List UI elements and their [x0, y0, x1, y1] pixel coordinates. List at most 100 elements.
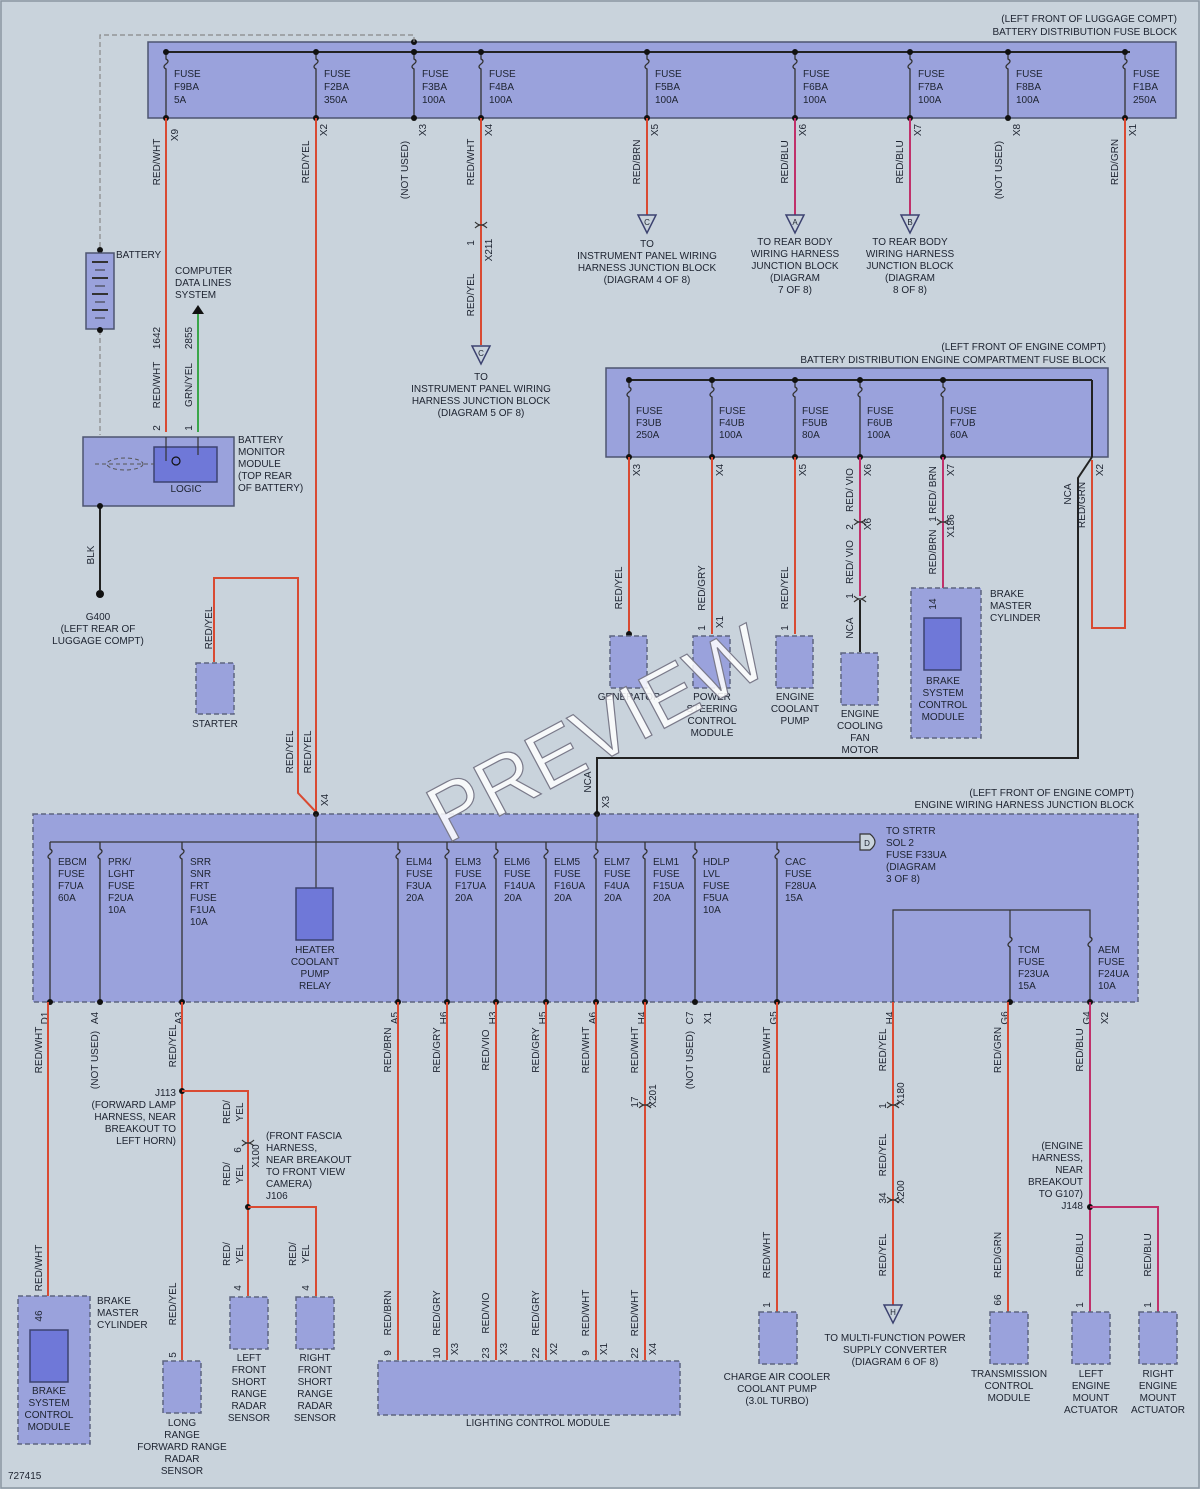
fuse-amp: 20A	[406, 893, 424, 904]
junction-dot	[313, 49, 319, 55]
j106-line: (FRONT FASCIA	[266, 1131, 342, 1142]
rfsr-label-line: FRONT	[298, 1365, 332, 1376]
wire-red-wht-x9: RED/WHT	[152, 139, 163, 186]
bmc-bottom-line: MASTER	[97, 1308, 139, 1319]
fuse-name: F3BA	[422, 82, 447, 93]
junction-dot	[626, 377, 632, 383]
x6-conn-name: X6	[863, 517, 874, 530]
fan-pin: 1	[845, 593, 856, 599]
lcm-conn: X1	[599, 1342, 610, 1355]
bottom-pin: C7	[685, 1011, 696, 1024]
logic-block	[153, 446, 218, 483]
lema-pin: 1	[1075, 1302, 1086, 1308]
bottom-pin: A5	[390, 1011, 401, 1024]
fuse-name: F4BA	[489, 82, 514, 93]
fuse-name: F14UA	[504, 881, 535, 892]
eng-load-line: CONTROL	[919, 700, 968, 711]
eng-wire-x7: RED/ BRN	[928, 466, 939, 514]
eng-load-line: STEERING	[686, 704, 737, 715]
fuse-symbol	[857, 380, 863, 457]
fuse-word: FUSE	[703, 881, 730, 892]
ref-c-bottom: C	[478, 349, 484, 358]
bmm-pin-1: 1	[184, 425, 195, 431]
ref-c-top: C	[644, 218, 650, 227]
fuse-word: FUSE	[653, 869, 680, 880]
x9-pin: X9	[170, 128, 181, 141]
fuse-label: ELM7	[604, 857, 631, 868]
to-strtr-line: (DIAGRAM	[886, 862, 936, 873]
to-strtr-line: FUSE F33UA	[886, 850, 947, 861]
bottom-pin: D1	[40, 1011, 51, 1024]
wire-red-brn-x5: RED/BRN	[632, 139, 643, 184]
fuse-symbol	[411, 52, 417, 118]
g400-line: G400	[86, 612, 111, 623]
bmm-line: OF BATTERY)	[238, 483, 303, 494]
eng-x6-pin: X6	[863, 463, 874, 476]
j113-line: HARNESS, NEAR	[94, 1112, 176, 1123]
bottom-pin: A3	[174, 1011, 185, 1024]
split-ry-1b: YEL	[235, 1102, 246, 1121]
fuse-label: AEM	[1098, 945, 1120, 956]
bmm-line: MONITOR	[238, 447, 285, 458]
junction-dot	[709, 377, 715, 383]
bw-g5-color-low: RED/WHT	[762, 1232, 773, 1279]
split-ry-4b: YEL	[301, 1244, 312, 1263]
to-strtr-line: TO STRTR	[886, 826, 936, 837]
fuse-name: F4UB	[719, 418, 745, 429]
eng-load-line: MODULE	[691, 728, 734, 739]
bottom-pin: G6	[1000, 1011, 1011, 1025]
cacp-pin: 1	[762, 1302, 773, 1308]
to-rear-8-line: TO REAR BODY	[872, 237, 948, 248]
x180-name: X180	[896, 1082, 907, 1106]
j148-line: HARNESS,	[1032, 1153, 1083, 1164]
wire-1642-circuit: 1642	[152, 326, 163, 349]
junction-dot	[644, 49, 650, 55]
lfsr-label-line: FRONT	[232, 1365, 266, 1376]
bmm-pin-2: 2	[152, 425, 163, 431]
fuse-name: F2BA	[324, 82, 349, 93]
nca-to-junction: NCA	[583, 771, 594, 792]
ewhjb-location: (LEFT FRONT OF ENGINE COMPT)	[969, 788, 1134, 799]
x186-wire-below: RED/BRN	[928, 529, 939, 574]
j113-line: BREAKOUT TO	[105, 1124, 176, 1135]
rfsr-label-line: RADAR	[297, 1401, 332, 1412]
fuse-name: F5UA	[703, 893, 729, 904]
lighting-control-module-box	[377, 1360, 681, 1416]
lrfr-label-line: SENSOR	[161, 1466, 203, 1477]
fuse-symbol	[709, 380, 715, 457]
fuse-word: FUSE	[604, 869, 631, 880]
luggage-fuse-block	[147, 41, 1177, 119]
bw-a3-color: RED/YEL	[168, 1024, 179, 1067]
fuse-label: TCM	[1018, 945, 1040, 956]
fuse-word: FUSE	[324, 69, 351, 80]
fuse-amp: 20A	[504, 893, 522, 904]
tcm-box	[989, 1311, 1029, 1365]
x200-name: X200	[896, 1180, 907, 1204]
lfsr-label-line: SENSOR	[228, 1413, 270, 1424]
x4-junction-pin: X4	[320, 793, 331, 806]
j148-line: J148	[1061, 1201, 1083, 1212]
fuse-name: F3UB	[636, 418, 662, 429]
x186-pin: 1	[928, 516, 939, 522]
ref-d: D	[864, 839, 870, 848]
bw-h5-color: RED/GRY	[531, 1027, 542, 1073]
junction-dot	[792, 49, 798, 55]
ref-b: B	[907, 218, 912, 227]
fuse-symbol	[774, 842, 780, 1002]
hcpr-line: HEATER	[295, 945, 335, 956]
x1-pin: X1	[1128, 123, 1139, 136]
fuse-symbol	[940, 380, 946, 457]
rema-label-line: MOUNT	[1140, 1393, 1177, 1404]
x180-pin: 1	[878, 1103, 889, 1109]
junction-dot	[940, 377, 946, 383]
junction-dot	[692, 999, 698, 1005]
fuse-symbol	[97, 842, 103, 1002]
bw-a4-not-used: (NOT USED)	[90, 1031, 101, 1089]
